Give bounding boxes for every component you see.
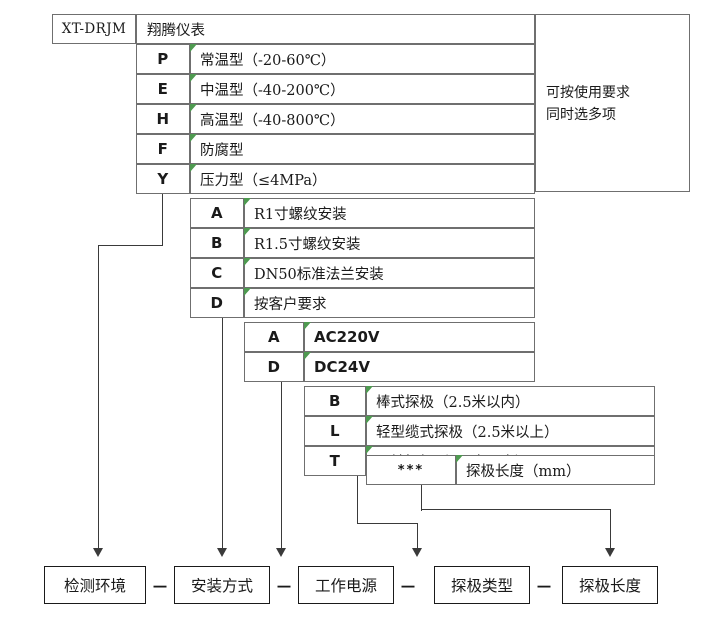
code-cell-probe-l: L <box>304 416 366 446</box>
code-cell-probe-length: *** <box>366 455 456 485</box>
desc-cell-f: 防腐型 <box>190 134 535 164</box>
desc-cell-install-c: DN50标准法兰安装 <box>244 258 535 288</box>
desc-cell-y: 压力型（≤4MPa） <box>190 164 535 194</box>
connector-detection-env-arrow <box>93 548 103 557</box>
legend-box-working-power: 工作电源 <box>298 566 394 604</box>
desc-cell-probe-length: 探极长度（mm） <box>456 455 655 485</box>
code-cell-install-b: B <box>190 228 244 258</box>
legend-box-probe-length: 探极长度 <box>562 566 658 604</box>
connector-probe-type-arrow <box>412 548 422 557</box>
connector-probe-length-drop <box>610 509 612 550</box>
series-code-cell: XT-DRJM <box>52 14 136 44</box>
connector-probe-length-arrow <box>605 548 615 557</box>
legend-separator-2: － <box>275 577 293 598</box>
code-cell-install-a: A <box>190 198 244 228</box>
code-cell-probe-b: B <box>304 386 366 416</box>
connector-power-drop <box>281 382 283 550</box>
desc-cell-install-d: 按客户要求 <box>244 288 535 318</box>
desc-cell-power-a: AC220V <box>304 322 535 352</box>
code-cell-install-d: D <box>190 288 244 318</box>
connector-power-arrow <box>276 548 286 557</box>
connector-probe-type-elbow <box>357 523 418 525</box>
multi-select-note-cell: 可按使用要求 同时选多项 <box>535 14 690 192</box>
code-cell-p: P <box>136 44 190 74</box>
code-cell-probe-t: T <box>304 446 366 476</box>
code-cell-power-a: A <box>244 322 304 352</box>
connector-detection-env-elbow <box>98 245 163 247</box>
legend-box-probe-type: 探极类型 <box>434 566 530 604</box>
legend-box-detection-environment: 检测环境 <box>44 566 146 604</box>
connector-detection-env-stub <box>162 194 164 246</box>
code-cell-f: F <box>136 134 190 164</box>
note-line-2: 同时选多项 <box>546 106 616 123</box>
desc-cell-install-a: R1寸螺纹安装 <box>244 198 535 228</box>
code-cell-install-c: C <box>190 258 244 288</box>
brand-name-cell: 翔腾仪表 <box>136 14 535 44</box>
code-cell-e: E <box>136 74 190 104</box>
connector-install-arrow <box>217 548 227 557</box>
connector-probe-length-elbow <box>421 509 611 511</box>
code-cell-h: H <box>136 104 190 134</box>
desc-cell-e: 中温型（-40-200℃） <box>190 74 535 104</box>
desc-cell-probe-b: 棒式探极（2.5米以内） <box>366 386 655 416</box>
connector-probe-length-stub <box>421 485 423 511</box>
legend-box-installation-method: 安装方式 <box>174 566 270 604</box>
code-cell-power-d: D <box>244 352 304 382</box>
connector-detection-env-drop <box>98 245 100 550</box>
desc-cell-probe-l: 轻型缆式探极（2.5米以上） <box>366 416 655 446</box>
legend-separator-1: － <box>151 577 169 598</box>
legend-separator-4: － <box>535 577 553 598</box>
note-line-1: 可按使用要求 <box>546 85 630 101</box>
connector-probe-type-stub <box>357 476 359 524</box>
desc-cell-power-d: DC24V <box>304 352 535 382</box>
legend-separator-3: － <box>399 577 417 598</box>
connector-install-drop <box>222 318 224 550</box>
connector-probe-type-drop <box>417 523 419 550</box>
desc-cell-h: 高温型（-40-800℃） <box>190 104 535 134</box>
desc-cell-install-b: R1.5寸螺纹安装 <box>244 228 535 258</box>
desc-cell-p: 常温型（-20-60℃） <box>190 44 535 74</box>
code-cell-y: Y <box>136 164 190 194</box>
